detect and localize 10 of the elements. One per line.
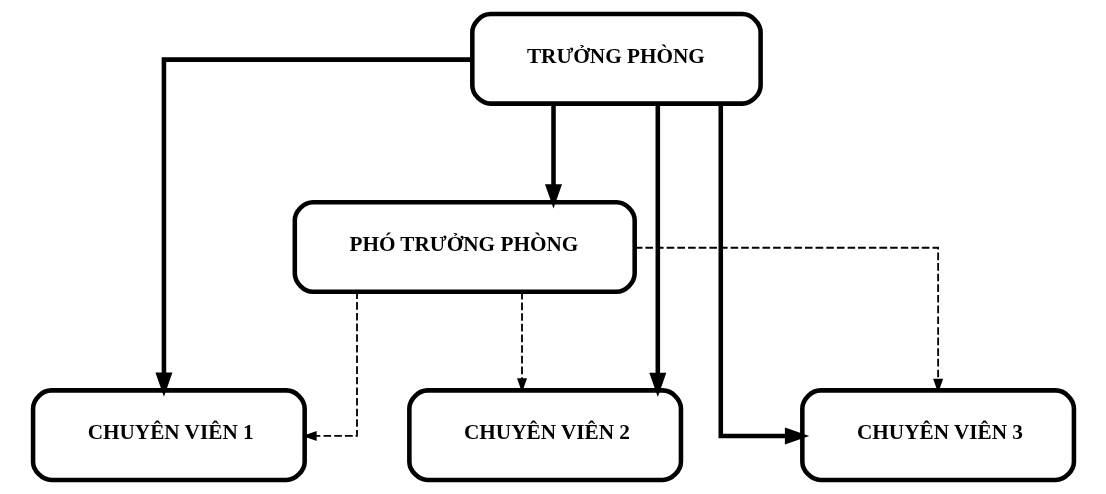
arrow <box>648 104 666 398</box>
node-box: TRƯỞNG PHÒNG <box>469 11 763 106</box>
arrow <box>544 103 562 209</box>
node-box: CHUYÊN VIÊN 3 <box>799 388 1076 483</box>
arrow <box>154 57 472 397</box>
node-box: CHUYÊN VIÊN 2 <box>406 388 683 483</box>
node-box: PHÓ TRƯỞNG PHÒNG <box>292 199 637 295</box>
arrow <box>633 246 943 393</box>
arrow <box>718 104 809 445</box>
node-box: CHUYÊN VIÊN 1 <box>30 388 307 483</box>
